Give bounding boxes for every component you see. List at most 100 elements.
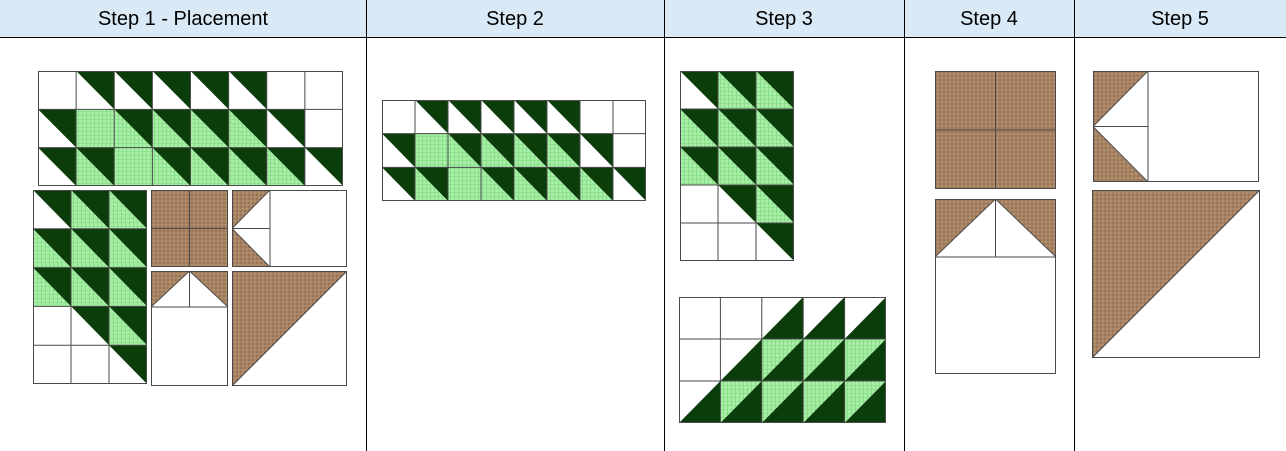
step4-tan-square [935, 71, 1056, 189]
triangle-patch [679, 381, 721, 423]
square-patch [679, 297, 721, 339]
triangle-patch [228, 147, 267, 186]
triangle-patch [71, 228, 109, 268]
step-2-header: Step 2 [486, 8, 544, 30]
block-border [232, 190, 347, 267]
header-row: Step 1 - Placement Step 2 Step 3 Step 4 … [0, 0, 1286, 38]
block-border [151, 190, 228, 267]
triangle-patch [718, 109, 756, 147]
triangle-patch [481, 133, 514, 168]
triangle-patch [481, 167, 514, 201]
square-patch [415, 133, 448, 168]
triangle-patch [190, 109, 229, 148]
triangle-patch [547, 100, 580, 134]
block-border [232, 271, 347, 386]
step1-sawtooth-left-block [33, 190, 147, 384]
triangle-patch [38, 109, 77, 148]
triangle-patch [756, 71, 794, 109]
column-divider [1074, 0, 1075, 451]
triangle-patch [109, 345, 147, 384]
triangle-patch [547, 167, 580, 201]
triangle-patch [33, 190, 71, 229]
triangle-patch [109, 228, 147, 268]
seam-line [232, 228, 271, 267]
triangle-patch [580, 167, 613, 201]
seam-line [1093, 126, 1149, 182]
triangle-patch [266, 109, 305, 148]
triangle-patch [514, 133, 547, 168]
triangle-patch [448, 133, 481, 168]
triangle-patch [514, 100, 547, 134]
triangle-patch [190, 147, 229, 186]
triangle-patch [844, 297, 886, 339]
step3-sawtooth-horizontal-block [679, 297, 886, 423]
block-border [1093, 71, 1259, 182]
triangle-patch [38, 147, 77, 186]
square-patch [613, 133, 646, 168]
step5-arrow-block [1093, 71, 1259, 182]
square-patch [38, 71, 77, 110]
block-border [935, 71, 1056, 189]
triangle-patch [266, 147, 305, 186]
square-patch [580, 100, 613, 134]
square-patch [71, 345, 109, 384]
seam-line [189, 271, 228, 308]
triangle-patch [382, 133, 415, 168]
step-1-header: Step 1 - Placement [97, 8, 269, 30]
triangle-patch [680, 71, 718, 109]
triangle-patch [756, 147, 794, 185]
triangle-patch [718, 185, 756, 223]
step1-tan-triangle-block [232, 271, 347, 386]
triangle-patch [382, 167, 415, 201]
step1-sawtooth-top-block [38, 71, 343, 186]
triangle-patch [514, 167, 547, 201]
square-patch [304, 71, 343, 110]
square-patch [613, 100, 646, 134]
triangle-patch [580, 133, 613, 168]
seam-line [232, 190, 271, 229]
square-patch [679, 339, 721, 381]
seam-line [232, 271, 347, 386]
block-border [679, 297, 886, 423]
square-patch [76, 109, 115, 148]
triangle-patch [76, 147, 115, 186]
triangle-patch [228, 109, 267, 148]
seam-line [1092, 190, 1260, 358]
triangle-patch [415, 100, 448, 134]
triangle-patch [547, 133, 580, 168]
seam-line [995, 199, 1056, 258]
square-patch [266, 71, 305, 110]
square-patch [720, 297, 762, 339]
step1-arrow-block [232, 190, 347, 267]
triangle-patch [718, 147, 756, 185]
square-patch [33, 345, 71, 384]
triangle-patch [152, 109, 191, 148]
square-patch [114, 147, 153, 186]
column-divider [904, 0, 905, 451]
seam-line [1093, 71, 1149, 127]
triangle-patch [613, 167, 646, 201]
triangle-patch [756, 223, 794, 261]
triangle-patch [33, 228, 71, 268]
block-border [33, 190, 147, 384]
seam-line [935, 199, 996, 258]
triangle-patch [71, 190, 109, 229]
square-patch [448, 167, 481, 201]
square-patch [718, 223, 756, 261]
step-4-header: Step 4 [960, 8, 1018, 30]
triangle-patch [844, 339, 886, 381]
triangle-patch [415, 167, 448, 201]
step1-house-block [151, 271, 228, 386]
step-5-header: Step 5 [1151, 8, 1209, 30]
step2-sawtooth-block [382, 100, 646, 201]
triangle-patch [756, 109, 794, 147]
block-border [935, 199, 1056, 374]
triangle-patch [680, 109, 718, 147]
triangle-patch [304, 147, 343, 186]
step-3-header: Step 3 [755, 8, 813, 30]
step4-house-block [935, 199, 1056, 374]
column-divider [664, 0, 665, 451]
block-border [1092, 190, 1260, 358]
block-border [38, 71, 343, 186]
block-border [151, 271, 228, 386]
